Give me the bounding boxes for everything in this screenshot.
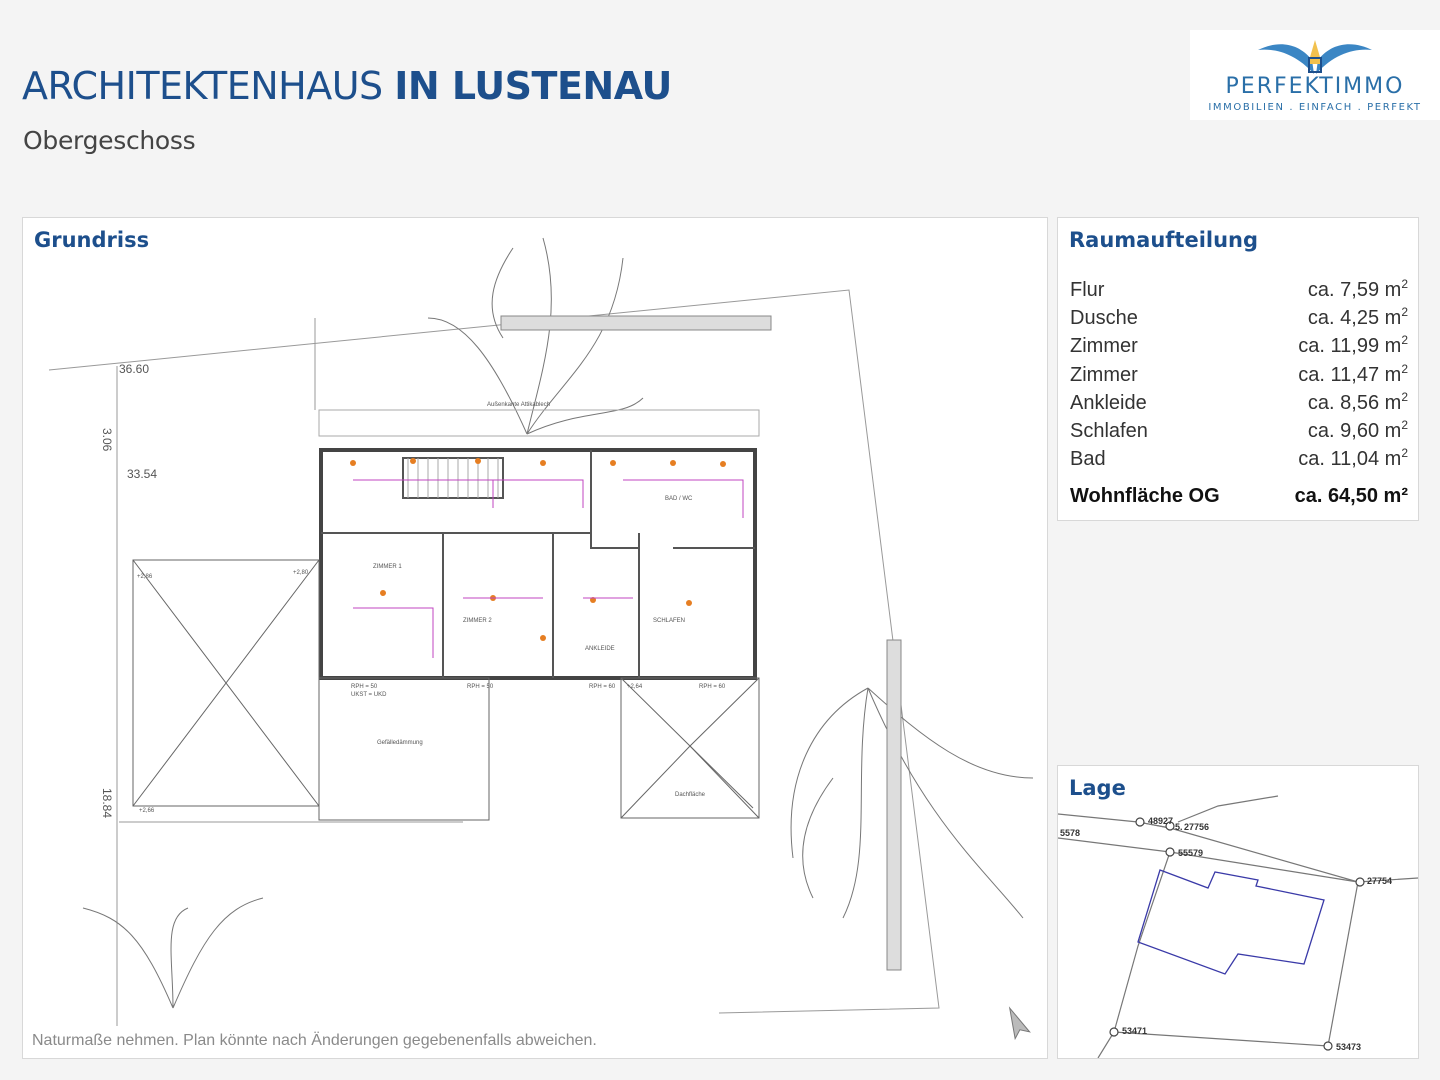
plan-label-ankleide: ANKLEIDE <box>585 646 615 652</box>
dim-label-1: 36.60 <box>119 362 149 376</box>
plan-label-kante: Außenkante Attikablech <box>487 402 550 408</box>
room-breakdown-panel: Raumaufteilung Flur ca. 7,59 m2 Dusche ca.… <box>1057 217 1419 521</box>
title-bold: IN LUSTENAU <box>394 64 672 108</box>
room-name: Ankleide <box>1070 391 1147 414</box>
room-area: ca. 11,04 m2 <box>1298 446 1408 471</box>
plan-label-rph1: RPH = 50 <box>351 684 378 690</box>
room-area: ca. 9,60 m2 <box>1307 417 1408 442</box>
room-row: Zimmer ca. 11,99 m2 <box>1070 332 1408 360</box>
parcel-label: 27754 <box>1367 876 1392 886</box>
parcel-label: 5. <box>1175 822 1183 832</box>
room-area: ca. 7,59 m2 <box>1307 277 1408 301</box>
room-name: Dusche <box>1070 307 1138 330</box>
plan-label-ukst: UKST = UKD <box>351 692 387 698</box>
room-area: ca. 11,99 m2 <box>1298 333 1408 358</box>
room-list: Flur ca. 7,59 m2 Dusche ca. 4,25 m2 Zimmer… <box>1070 276 1408 511</box>
dim-label-3: 33.54 <box>127 467 157 481</box>
room-name: Bad <box>1070 448 1106 471</box>
brand-tagline: IMMOBILIEN . EINFACH . PERFEKT <box>1208 102 1422 113</box>
room-area: ca. 11,47 m2 <box>1298 361 1408 386</box>
brand-name: PERFEKTIMMO <box>1225 74 1405 99</box>
plan-label-kote2: +2,80 <box>293 570 309 576</box>
dim-label-4: 18.84 <box>100 788 114 818</box>
plan-label-kote1: +2,86 <box>137 574 153 580</box>
parcel-label: 27756 <box>1184 822 1209 832</box>
floorplan-heading: Grundriss <box>34 228 150 252</box>
dim-label-2: 3.06 <box>100 428 114 452</box>
parcel-label: 48927 <box>1148 816 1173 826</box>
eagle-icon <box>1258 40 1372 74</box>
plan-label-rph3: RPH = 60 <box>589 684 616 690</box>
floorplan-drawing: 36.60 3.06 33.54 18.84 Außenkante Attika… <box>48 237 1034 1041</box>
room-row: Dusche ca. 4,25 m2 <box>1070 304 1408 332</box>
room-name: Schlafen <box>1070 419 1148 442</box>
plan-label-kote3: +2,64 <box>627 684 643 690</box>
north-arrow-icon <box>1008 1006 1031 1041</box>
plan-disclaimer: Naturmaße nehmen. Plan könnte nach Änder… <box>32 1032 597 1049</box>
plan-label-zimmer2: ZIMMER 2 <box>463 618 492 624</box>
site-map: 5578 48927 5. 27756 55579 27754 53471 53… <box>1058 795 1418 1058</box>
plan-label-rph4: RPH = 60 <box>699 684 726 690</box>
total-area-label: Wohnfläche OG <box>1070 485 1220 508</box>
total-area-row: Wohnfläche OG ca. 64,50 m² <box>1070 482 1408 510</box>
room-row: Ankleide ca. 8,56 m2 <box>1070 389 1408 417</box>
location-heading: Lage <box>1069 776 1126 800</box>
floorplan-panel: Grundriss <box>22 217 1048 1059</box>
parcel-label: 53473 <box>1336 1042 1361 1052</box>
plan-label-rph2: RPH = 50 <box>467 684 494 690</box>
parcel-label: 5578 <box>1060 828 1080 838</box>
room-row: Bad ca. 11,04 m2 <box>1070 445 1408 473</box>
room-breakdown-heading: Raumaufteilung <box>1069 228 1259 252</box>
room-row: Flur ca. 7,59 m2 <box>1070 276 1408 304</box>
room-name: Flur <box>1070 279 1105 301</box>
total-area-value: ca. 64,50 m² <box>1294 485 1408 508</box>
title-regular: ARCHITEKTENHAUS <box>22 64 383 108</box>
parcel-label: 53471 <box>1122 1026 1147 1036</box>
company-logo[interactable]: PERFEKTIMMO IMMOBILIEN . EINFACH . PERFE… <box>1190 30 1440 120</box>
page-subtitle: Obergeschoss <box>23 126 196 155</box>
room-area: ca. 4,25 m2 <box>1307 305 1408 330</box>
room-name: Zimmer <box>1070 363 1138 386</box>
room-name: Zimmer <box>1070 335 1138 358</box>
plan-label-bad: BAD / WC <box>665 496 693 502</box>
plan-label-zimmer1: ZIMMER 1 <box>373 564 402 570</box>
page-title: ARCHITEKTENHAUS IN LUSTENAU <box>22 64 672 108</box>
room-area: ca. 8,56 m2 <box>1307 389 1408 414</box>
plan-label-kote4: +2,66 <box>139 808 155 814</box>
plan-label-dachflaeche: Dachfläche <box>675 792 706 798</box>
property-outline <box>1137 869 1325 975</box>
room-row: Zimmer ca. 11,47 m2 <box>1070 361 1408 389</box>
plan-label-gefaelle: Gefälledämmung <box>377 740 423 746</box>
parcel-label: 55579 <box>1178 848 1203 858</box>
room-row: Schlafen ca. 9,60 m2 <box>1070 417 1408 445</box>
plan-label-schlafen: SCHLAFEN <box>653 618 685 624</box>
location-panel: Lage 5578 48927 5. 27756 55579 27754 534… <box>1057 765 1419 1059</box>
